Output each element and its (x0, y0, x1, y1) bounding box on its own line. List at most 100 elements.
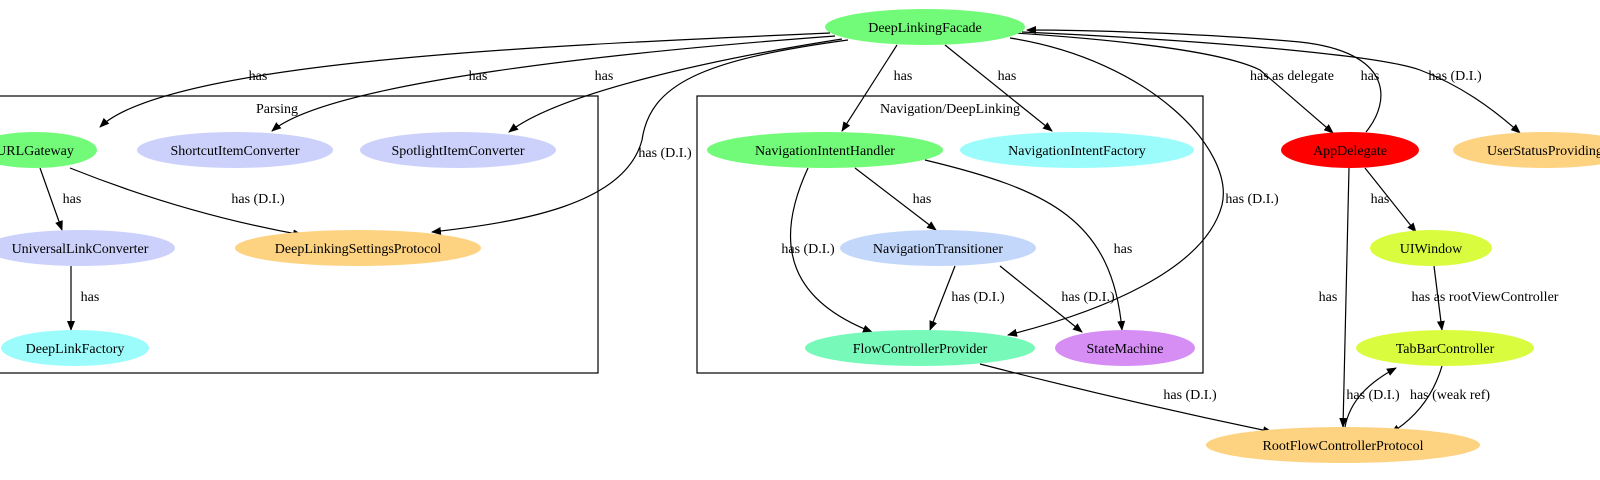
node-label: NavigationIntentHandler (755, 144, 895, 159)
node-shape[interactable] (805, 330, 1035, 366)
node-facade[interactable]: DeepLinkingFacade (825, 9, 1025, 45)
node-uiwindow[interactable]: UIWindow (1370, 230, 1492, 266)
node-label: TabBarController (1396, 342, 1495, 357)
edge-appdelegate-to-facade: has (1026, 26, 1382, 133)
node-nih[interactable]: NavigationIntentHandler (707, 132, 943, 168)
node-label: NavigationIntentFactory (1008, 144, 1146, 159)
node-shape[interactable] (1453, 132, 1600, 168)
edge-label: has (249, 69, 268, 84)
node-label: FlowControllerProvider (853, 342, 988, 357)
node-shape[interactable] (1281, 132, 1419, 168)
node-shape[interactable] (825, 9, 1025, 45)
node-label: ShortcutItemConverter (170, 144, 299, 159)
edge-line (99, 32, 831, 128)
node-shape[interactable] (1356, 330, 1534, 366)
edge-label: has (595, 69, 614, 84)
node-shape[interactable] (360, 132, 556, 168)
node-shortcut[interactable]: ShortcutItemConverter (137, 132, 333, 168)
edge-facade-to-nih: has (841, 44, 913, 132)
edge-transitioner-to-fcp: has (D.I.) (929, 265, 1005, 331)
edge-label: has (81, 290, 100, 305)
edge-line (1014, 32, 1334, 134)
node-label: DeepLinkFactory (26, 342, 125, 357)
edge-label: has (D.I.) (1163, 388, 1217, 403)
edge-line (789, 167, 873, 333)
edge-line (69, 167, 303, 238)
edge-label: has (913, 192, 932, 207)
node-spotlight[interactable]: SpotlightItemConverter (360, 132, 556, 168)
edge-label: has (D.I.) (1428, 69, 1482, 84)
node-label: DeepLinkingSettingsProtocol (275, 242, 442, 257)
node-transitioner[interactable]: NavigationTransitioner (840, 230, 1036, 266)
edge-label: has (D.I.) (638, 146, 692, 161)
node-shape[interactable] (235, 230, 481, 266)
edge-label: has (D.I.) (951, 290, 1005, 305)
edge-line (841, 44, 898, 132)
node-shape[interactable] (960, 132, 1194, 168)
node-label: UserStatusProviding (1487, 144, 1600, 159)
edge-facade-to-spotlight: has (508, 38, 843, 133)
node-deeplinkfactory[interactable]: DeepLinkFactory (1, 330, 149, 366)
edge-nih-to-fcp: has (D.I.) (781, 167, 873, 333)
node-label: DeepLinkingFacade (868, 21, 982, 36)
edge-label: has (894, 69, 913, 84)
node-shape[interactable] (1206, 427, 1480, 463)
edge-facade-to-fcp: has (D.I.) (1007, 37, 1279, 337)
cluster-parsing: Parsing (0, 95, 599, 374)
edge-line (999, 265, 1083, 333)
node-shape[interactable] (0, 230, 175, 266)
edge-line (39, 167, 63, 231)
edge-nih-to-transitioner: has (854, 167, 937, 231)
edge-label: has (1319, 290, 1338, 305)
edge-line (271, 35, 836, 132)
cluster-label: Parsing (256, 102, 298, 117)
edge-line (979, 363, 1273, 435)
node-shape[interactable] (1055, 330, 1195, 366)
node-shape[interactable] (1370, 230, 1492, 266)
edge-appdelegate-to-rootflow: has (1319, 167, 1350, 428)
edge-line (1021, 31, 1521, 134)
edge-appdelegate-to-uiwindow: has (1364, 167, 1417, 233)
edge-label: has (D.I.) (781, 242, 835, 257)
node-settings[interactable]: DeepLinkingSettingsProtocol (235, 230, 481, 266)
node-label: NavigationTransitioner (873, 242, 1003, 257)
edge-line (431, 39, 849, 235)
edge-uiwindow-to-tabbar: has as rootViewController (1412, 265, 1559, 331)
node-label: UniversalLinkConverter (12, 242, 149, 257)
edge-line (929, 265, 956, 331)
edge-label: has (D.I.) (1225, 192, 1279, 207)
cluster-border (696, 95, 1204, 374)
edge-nih-to-statemachine: has (924, 159, 1132, 331)
node-label: SpotlightItemConverter (392, 144, 525, 159)
edge-label: has as delegate (1250, 69, 1334, 84)
edge-line (1026, 26, 1382, 133)
node-label: UIWindow (1400, 242, 1463, 257)
cluster-border (0, 95, 599, 374)
edge-facade-to-shortcut: has (271, 35, 836, 132)
edge-label: has (1371, 192, 1390, 207)
edge-tabbar-to-rootflow: has (weak ref) (1390, 365, 1490, 434)
node-universal[interactable]: UniversalLinkConverter (0, 230, 175, 266)
node-shape[interactable] (0, 132, 97, 168)
edge-line (1339, 167, 1350, 428)
node-rootflow[interactable]: RootFlowControllerProtocol (1206, 427, 1480, 463)
node-label: URLGateway (0, 144, 74, 159)
node-shape[interactable] (1, 330, 149, 366)
cluster-navigation: Navigation/DeepLinking (696, 95, 1204, 374)
node-shape[interactable] (707, 132, 943, 168)
edge-label: has (D.I.) (1346, 388, 1400, 403)
node-urlgateway[interactable]: URLGateway (0, 132, 97, 168)
node-appdelegate[interactable]: AppDelegate (1281, 132, 1419, 168)
node-shape[interactable] (137, 132, 333, 168)
edge-label: has (D.I.) (231, 192, 285, 207)
node-tabbar[interactable]: TabBarController (1356, 330, 1534, 366)
node-shape[interactable] (840, 230, 1036, 266)
node-userstatus[interactable]: UserStatusProviding (1453, 132, 1600, 168)
edge-rootflow-to-tabbar: has (D.I.) (1344, 367, 1400, 428)
node-fcp[interactable]: FlowControllerProvider (805, 330, 1035, 366)
node-nif[interactable]: NavigationIntentFactory (960, 132, 1194, 168)
edge-line (924, 159, 1126, 331)
node-statemachine[interactable]: StateMachine (1055, 330, 1195, 366)
node-label: AppDelegate (1313, 144, 1387, 159)
